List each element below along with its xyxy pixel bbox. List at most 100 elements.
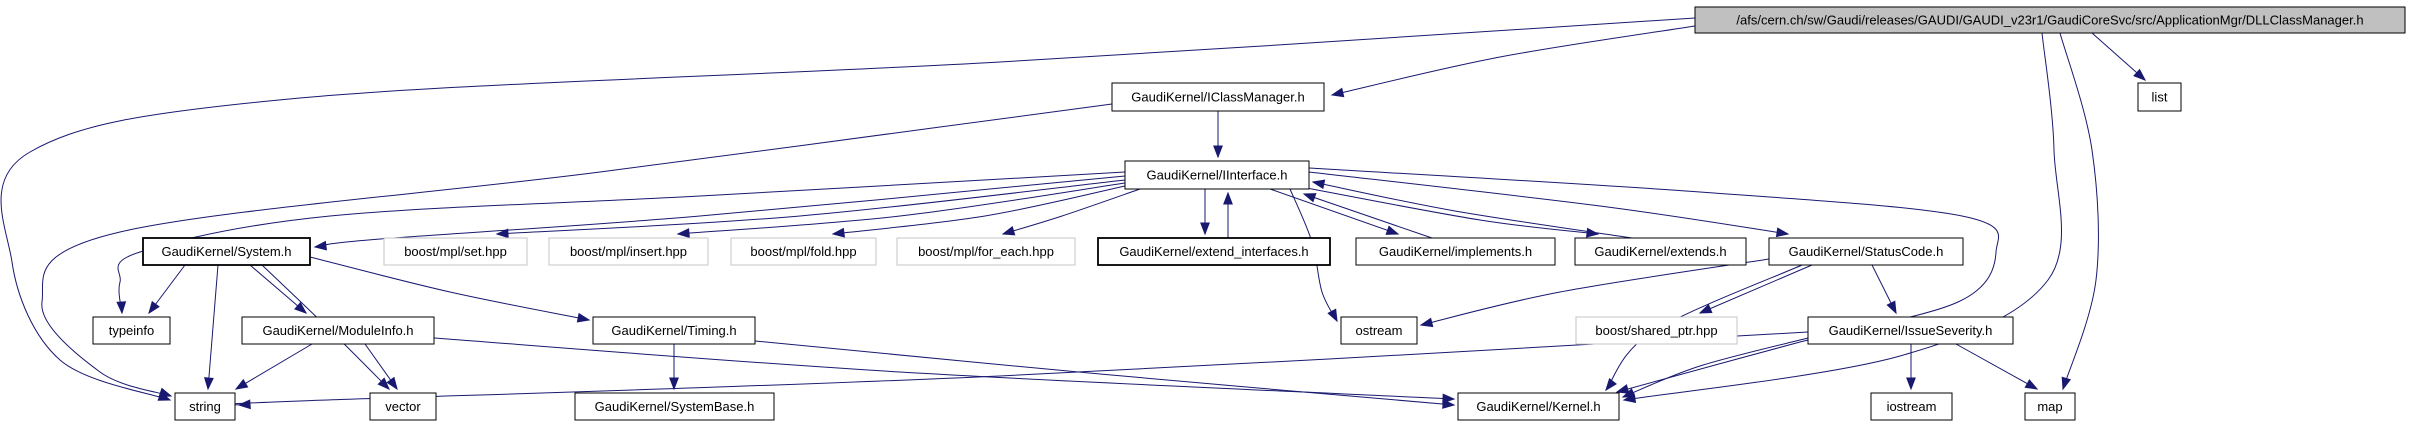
graph-edge-iclass--string (41, 103, 1113, 398)
graph-edge-system--moduleinfo (249, 264, 308, 314)
arrowhead-icon (1775, 227, 1790, 238)
arrowhead-icon (1330, 87, 1345, 98)
graph-node-label: iostream (1887, 399, 1937, 414)
graph-node-mpl_foreach[interactable]: boost/mpl/for_each.hpp (896, 237, 1076, 266)
graph-edge-iinterface--mpl_set (495, 179, 1126, 239)
graph-node-moduleinfo[interactable]: GaudiKernel/ModuleInfo.h (241, 316, 435, 345)
arrowhead-icon (495, 228, 509, 239)
graph-edge-system--typeinfo (148, 264, 186, 315)
arrowhead-icon (831, 227, 845, 238)
arrowhead-icon (1906, 377, 1916, 391)
graph-node-label: GaudiKernel/Timing.h (611, 323, 736, 338)
graph-edge-timing--systembase (669, 344, 679, 391)
graph-node-mpl_insert[interactable]: boost/mpl/insert.hpp (548, 237, 709, 266)
arrowhead-icon (2061, 376, 2072, 391)
arrowhead-icon (1213, 145, 1223, 159)
graph-edge-implements--iinterface (1302, 193, 1433, 239)
graph-node-label: GaudiKernel/IssueSeverity.h (1829, 323, 1993, 338)
arrowhead-icon (377, 377, 390, 390)
graph-node-label: boost/mpl/fold.hpp (750, 244, 856, 259)
graph-node-statuscode[interactable]: GaudiKernel/StatusCode.h (1768, 237, 1964, 266)
arrowhead-icon (234, 378, 249, 390)
graph-node-iostream[interactable]: iostream (1870, 392, 1953, 421)
graph-node-label: GaudiKernel/extend_interfaces.h (1119, 244, 1308, 259)
graph-node-ostream[interactable]: ostream (1340, 316, 1418, 345)
graph-node-system[interactable]: GaudiKernel/System.h (142, 237, 311, 266)
graph-edge-issueseverity--map (1955, 343, 2039, 390)
graph-node-timing[interactable]: GaudiKernel/Timing.h (592, 316, 756, 345)
arrowhead-icon (237, 399, 251, 410)
arrowhead-icon (1419, 317, 1434, 328)
graph-edge-issueseverity--kernel (1621, 337, 1809, 398)
graph-node-sharedptr[interactable]: boost/shared_ptr.hpp (1575, 316, 1738, 345)
arrowhead-icon (669, 377, 679, 391)
graph-edge-statuscode--issueseverity (1871, 264, 1897, 315)
graph-edge-iinterface--implements (1269, 188, 1400, 235)
graph-node-label: GaudiKernel/ModuleInfo.h (262, 323, 413, 338)
arrowhead-icon (148, 300, 160, 315)
graph-edge-iinterface--extend (1200, 189, 1210, 236)
graph-node-label: GaudiKernel/System.h (161, 244, 291, 259)
arrowhead-icon (1605, 377, 1617, 392)
graph-node-string[interactable]: string (174, 392, 236, 421)
arrowhead-icon (1615, 384, 1630, 394)
graph-node-issueseverity[interactable]: GaudiKernel/IssueSeverity.h (1807, 316, 2014, 345)
graph-node-label: boost/shared_ptr.hpp (1595, 323, 1717, 338)
graph-node-map[interactable]: map (2024, 392, 2076, 421)
graph-node-systembase[interactable]: GaudiKernel/SystemBase.h (574, 392, 775, 421)
graph-node-iclass[interactable]: GaudiKernel/IClassManager.h (1111, 82, 1325, 112)
graph-edge-system--string (204, 264, 219, 391)
graph-edge-iinterface--mpl_foreach (1001, 188, 1141, 236)
graph-edge-iinterface--statuscode (1308, 171, 1790, 238)
graph-node-kernel[interactable]: GaudiKernel/Kernel.h (1457, 392, 1620, 421)
graph-node-label: boost/mpl/insert.hpp (570, 244, 687, 259)
graph-node-mpl_set[interactable]: boost/mpl/set.hpp (383, 237, 528, 266)
arrowhead-icon (158, 387, 173, 398)
graph-edge-dll--iclass (1330, 25, 1696, 98)
graph-node-list[interactable]: list (2137, 82, 2182, 112)
graph-node-iinterface[interactable]: GaudiKernel/IInterface.h (1124, 160, 1310, 190)
graph-node-label: boost/mpl/for_each.hpp (918, 244, 1054, 259)
graph-edge-iinterface--extends (1295, 185, 1600, 238)
graph-node-label: GaudiKernel/StatusCode.h (1789, 244, 1944, 259)
graph-edge-iinterface--mpl_insert (676, 182, 1126, 238)
graph-edge-extends--iinterface (1311, 179, 1633, 239)
graph-edge-iinterface--typeinfo (116, 171, 1126, 315)
graph-edge-extend--iinterface (1223, 191, 1233, 238)
graph-node-extend[interactable]: GaudiKernel/extend_interfaces.h (1097, 237, 1331, 266)
arrowhead-icon (1302, 193, 1317, 203)
arrowhead-icon (1698, 303, 1713, 314)
arrowhead-icon (294, 301, 308, 314)
graph-node-extends[interactable]: GaudiKernel/extends.h (1574, 237, 1747, 266)
arrowhead-icon (1586, 227, 1600, 238)
graph-edge-iclass--iinterface (1213, 111, 1223, 159)
graph-node-label: ostream (1356, 323, 1403, 338)
arrowhead-icon (576, 312, 591, 323)
arrowhead-icon (1311, 179, 1326, 190)
arrowhead-icon (2024, 379, 2039, 390)
graph-edge-issueseverity--string (225, 331, 1809, 410)
graph-node-mpl_fold[interactable]: boost/mpl/fold.hpp (730, 237, 877, 266)
graph-node-implements[interactable]: GaudiKernel/implements.h (1355, 237, 1556, 266)
arrowhead-icon (1385, 225, 1400, 235)
graph-node-label: GaudiKernel/IInterface.h (1147, 168, 1288, 183)
graph-node-label: string (189, 399, 221, 414)
graph-node-typeinfo[interactable]: typeinfo (92, 316, 171, 345)
graph-node-vector[interactable]: vector (369, 392, 437, 421)
arrowhead-icon (1001, 225, 1016, 236)
graph-node-dll: /afs/cern.ch/sw/Gaudi/releases/GAUDI/GAU… (1694, 6, 2406, 34)
arrowhead-icon (1886, 300, 1897, 315)
graph-node-label: /afs/cern.ch/sw/Gaudi/releases/GAUDI/GAU… (1736, 13, 2363, 28)
arrowhead-icon (1327, 308, 1338, 323)
graph-node-label: GaudiKernel/Kernel.h (1476, 399, 1600, 414)
arrowhead-icon (386, 376, 398, 391)
graph-node-label: GaudiKernel/implements.h (1379, 244, 1532, 259)
graph-edge-dll--kernel (1622, 32, 2062, 404)
arrowhead-icon (676, 228, 690, 238)
graph-node-label: list (2152, 90, 2168, 105)
graph-edge-system--timing (309, 256, 591, 323)
arrowhead-icon (2133, 68, 2147, 81)
graph-node-label: GaudiKernel/extends.h (1594, 244, 1726, 259)
